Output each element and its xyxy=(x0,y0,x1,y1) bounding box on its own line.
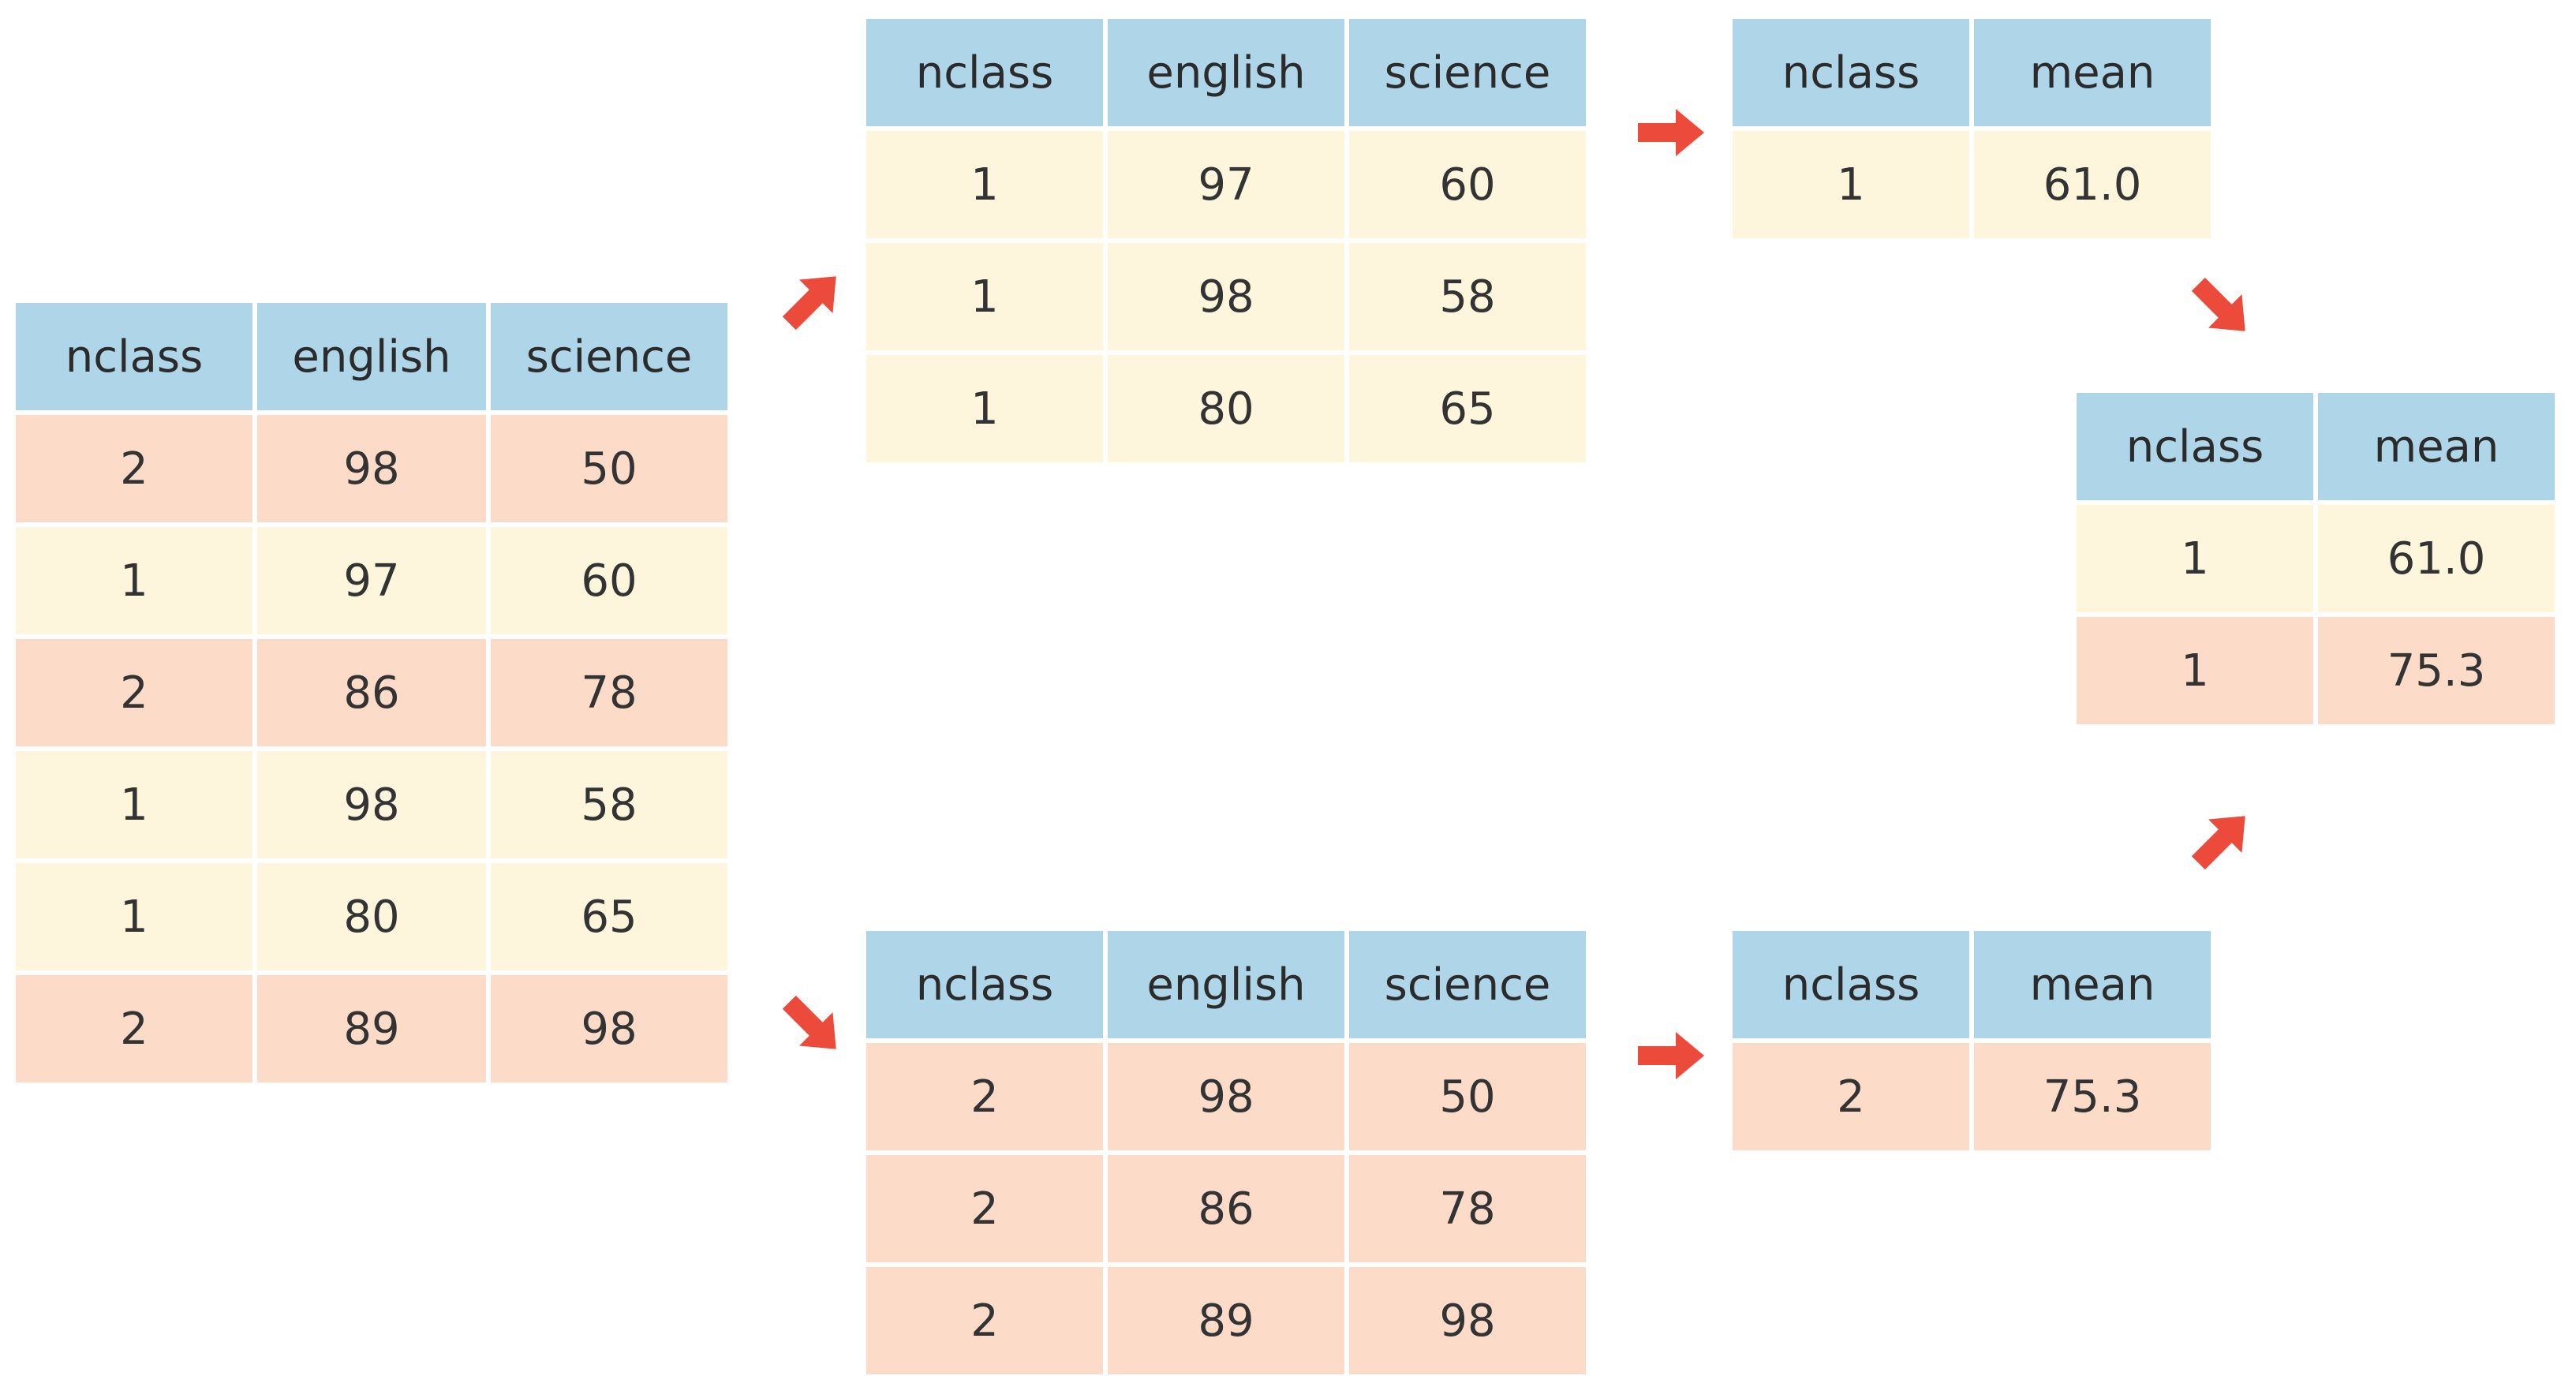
arrow-split-up xyxy=(775,268,851,331)
table-cell: 1 xyxy=(16,527,252,634)
table-cell: 65 xyxy=(1349,355,1586,462)
column-header: mean xyxy=(1974,931,2211,1038)
table-cell: 75.3 xyxy=(1974,1043,2211,1150)
column-header: mean xyxy=(1974,19,2211,126)
table-cell: 97 xyxy=(257,527,486,634)
table-cell: 1 xyxy=(866,131,1103,238)
table-cell: 98 xyxy=(257,751,486,858)
column-header: nclass xyxy=(866,931,1103,1038)
table-cell: 2 xyxy=(16,975,252,1082)
table-cell: 78 xyxy=(491,639,727,746)
column-header: english xyxy=(1108,931,1344,1038)
table-cell: 2 xyxy=(866,1155,1103,1262)
table-cell: 1 xyxy=(2077,617,2313,724)
table-cell: 80 xyxy=(257,863,486,970)
column-header: english xyxy=(257,303,486,410)
table-cell: 89 xyxy=(1108,1267,1344,1374)
arrow-apply-2 xyxy=(1633,1024,1709,1087)
table-cell: 60 xyxy=(1349,131,1586,238)
table-cell: 50 xyxy=(491,415,727,522)
table-cell: 2 xyxy=(16,639,252,746)
table-cell: 2 xyxy=(1733,1043,1969,1150)
table-cell: 2 xyxy=(16,415,252,522)
table-cell: 86 xyxy=(257,639,486,746)
table-cell: 80 xyxy=(1108,355,1344,462)
arrow-down-right-icon xyxy=(2191,277,2245,331)
column-header: nclass xyxy=(1733,931,1969,1038)
arrow-split-down xyxy=(775,994,851,1057)
table-cell: 98 xyxy=(1349,1267,1586,1374)
column-header: english xyxy=(1108,19,1344,126)
table-cell: 1 xyxy=(1733,131,1969,238)
arrow-combine-1 xyxy=(2184,276,2260,339)
table-cell: 61.0 xyxy=(2318,505,2555,612)
arrow-up-right-icon xyxy=(782,276,836,331)
table-cell: 1 xyxy=(16,751,252,858)
table-cell: 78 xyxy=(1349,1155,1586,1262)
arrow-up-right-icon xyxy=(2191,816,2245,870)
table-cell: 58 xyxy=(1349,243,1586,350)
table-cell: 1 xyxy=(866,243,1103,350)
column-header: nclass xyxy=(16,303,252,410)
table-cell: 58 xyxy=(491,751,727,858)
column-header: nclass xyxy=(1733,19,1969,126)
column-header: mean xyxy=(2318,393,2555,500)
column-header: science xyxy=(1349,19,1586,126)
table-cell: 98 xyxy=(257,415,486,522)
column-header: nclass xyxy=(866,19,1103,126)
table-cell: 2 xyxy=(866,1043,1103,1150)
arrow-right-icon xyxy=(1638,109,1704,156)
table-cell: 75.3 xyxy=(2318,617,2555,724)
table-cell: 1 xyxy=(866,355,1103,462)
table-cell: 97 xyxy=(1108,131,1344,238)
column-header: nclass xyxy=(2077,393,2313,500)
arrow-apply-1 xyxy=(1633,101,1709,164)
arrow-combine-2 xyxy=(2184,808,2260,871)
table-cell: 1 xyxy=(2077,505,2313,612)
table-cell: 65 xyxy=(491,863,727,970)
table-cell: 2 xyxy=(866,1267,1103,1374)
column-header: science xyxy=(491,303,727,410)
arrow-right-icon xyxy=(1638,1032,1704,1079)
table-cell: 98 xyxy=(1108,1043,1344,1150)
table-cell: 86 xyxy=(1108,1155,1344,1262)
table-cell: 98 xyxy=(491,975,727,1082)
table-cell: 60 xyxy=(491,527,727,634)
table-cell: 1 xyxy=(16,863,252,970)
column-header: science xyxy=(1349,931,1586,1038)
table-cell: 50 xyxy=(1349,1043,1586,1150)
arrow-down-right-icon xyxy=(782,995,836,1049)
table-cell: 61.0 xyxy=(1974,131,2211,238)
table-cell: 89 xyxy=(257,975,486,1082)
table-cell: 98 xyxy=(1108,243,1344,350)
